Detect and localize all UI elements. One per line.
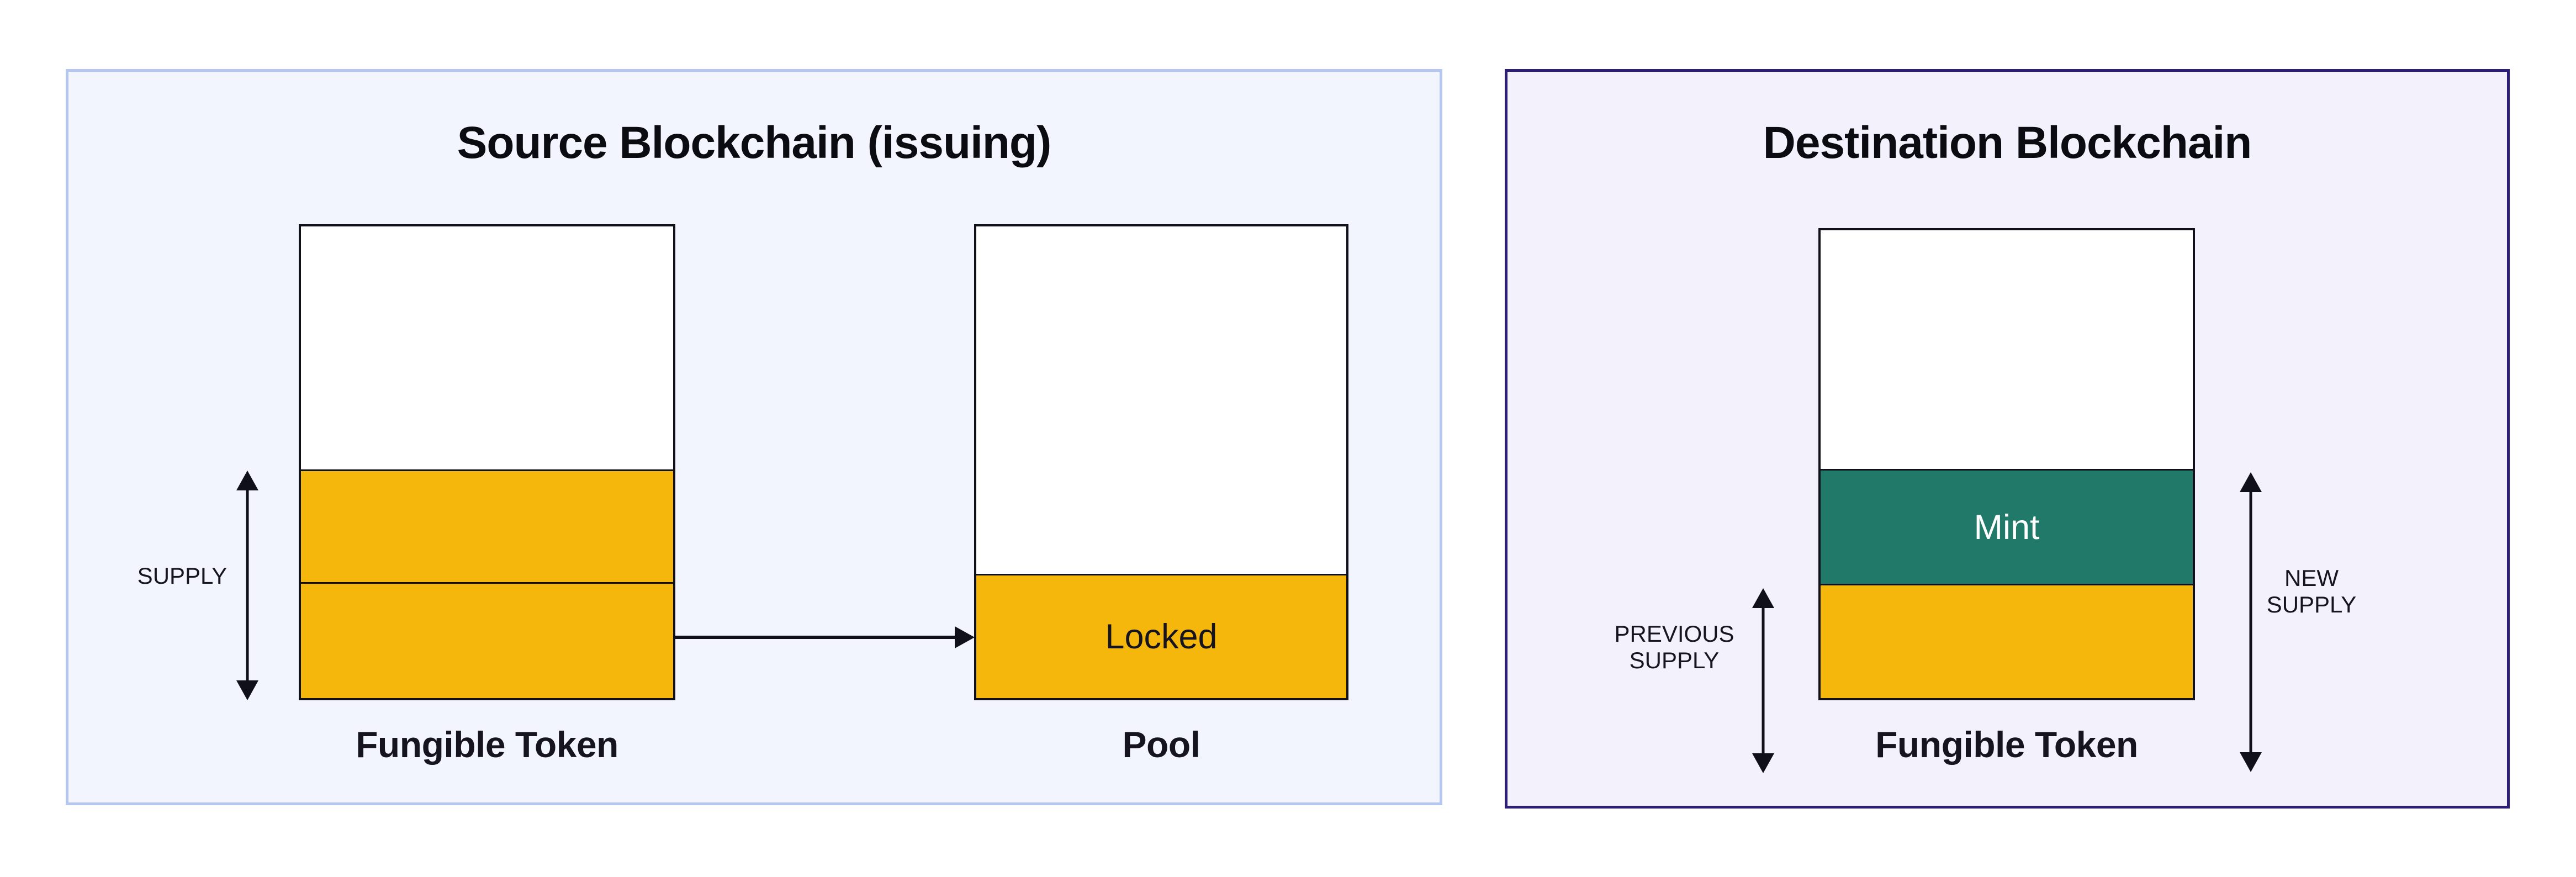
destination-blockchain-panel: Destination Blockchain PREVIOUS SUPPLY M…: [1505, 69, 2510, 809]
section-divider: [1821, 469, 2193, 471]
arrow-shaft: [675, 636, 956, 639]
destination-fungible-token-box: Mint: [1818, 228, 2195, 700]
mint-label: Mint: [1974, 508, 2040, 547]
section-divider: [976, 574, 1346, 575]
destination-token-previous-supply-section: [1821, 585, 2193, 698]
section-divider: [1821, 584, 2193, 585]
arrowhead-down-icon: [2240, 752, 2262, 772]
destination-fungible-token-caption: Fungible Token: [1875, 724, 2138, 765]
new-supply-line1: NEW: [2284, 565, 2339, 591]
destination-token-mint-section: Mint: [1821, 471, 2193, 584]
arrowhead-down-icon: [1752, 753, 1774, 773]
source-token-supply-lower-section: [301, 584, 673, 698]
source-fungible-token-caption: Fungible Token: [356, 724, 618, 765]
supply-measure-label: SUPPLY: [137, 563, 228, 589]
previous-supply-line2: SUPPLY: [1629, 647, 1720, 673]
arrow-shaft: [2249, 489, 2252, 756]
token-transfer-arrow: [675, 626, 976, 648]
pool-locked-section: Locked: [976, 575, 1346, 698]
source-token-unissued-section: [301, 226, 673, 469]
pool-caption: Pool: [1122, 724, 1201, 765]
supply-range-arrow: [236, 471, 258, 700]
source-fungible-token-box: [299, 224, 675, 700]
pool-box: Locked: [974, 224, 1348, 700]
arrowhead-down-icon: [236, 680, 258, 700]
previous-supply-measure-label: PREVIOUS SUPPLY: [1614, 621, 1734, 674]
section-divider: [301, 469, 673, 471]
source-blockchain-panel: Source Blockchain (issuing) SUPPLY Fungi…: [66, 69, 1442, 805]
arrow-shaft: [1762, 605, 1765, 757]
locked-label: Locked: [1105, 617, 1218, 656]
new-supply-line2: SUPPLY: [2266, 591, 2357, 617]
destination-panel-title: Destination Blockchain: [1763, 118, 2252, 168]
pool-empty-section: [976, 226, 1346, 574]
previous-supply-range-arrow: [1752, 588, 1774, 773]
section-divider: [301, 582, 673, 584]
arrowhead-right-icon: [955, 626, 975, 648]
new-supply-measure-label: NEW SUPPLY: [2267, 565, 2357, 618]
source-panel-title: Source Blockchain (issuing): [457, 118, 1052, 168]
arrow-shaft: [246, 487, 249, 684]
destination-token-unissued-section: [1821, 230, 2193, 469]
new-supply-range-arrow: [2240, 472, 2262, 772]
source-token-supply-upper-section: [301, 471, 673, 582]
previous-supply-line1: PREVIOUS: [1614, 621, 1734, 647]
